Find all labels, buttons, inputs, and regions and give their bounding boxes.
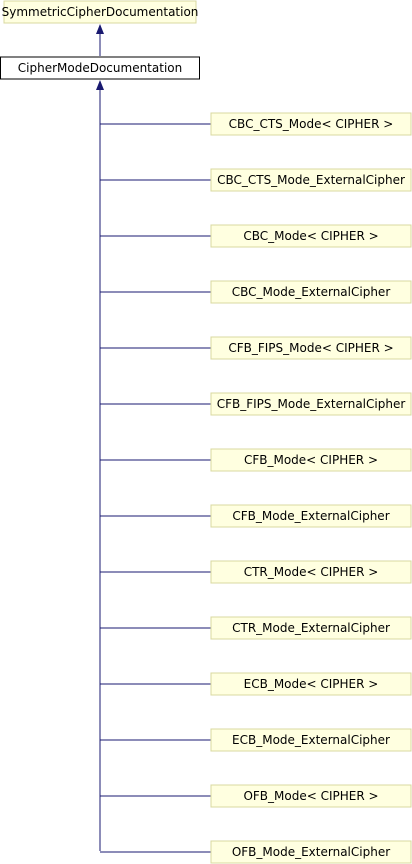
child-node-box-10[interactable] — [210, 672, 412, 696]
child-node-label-8: CTR_Mode< CIPHER > — [244, 565, 379, 579]
child-node-4[interactable]: CFB_FIPS_Mode< CIPHER > — [210, 336, 412, 360]
node-cipher-mode-documentation: CipherModeDocumentation — [0, 56, 200, 80]
child-node-12[interactable]: OFB_Mode< CIPHER > — [210, 784, 412, 808]
child-node-8[interactable]: CTR_Mode< CIPHER > — [210, 560, 412, 584]
child-node-box-6[interactable] — [210, 448, 412, 472]
child-node-label-4: CFB_FIPS_Mode< CIPHER > — [228, 341, 393, 355]
child-node-0[interactable]: CBC_CTS_Mode< CIPHER > — [210, 112, 412, 136]
child-node-box-1[interactable] — [210, 168, 412, 192]
child-node-box-4[interactable] — [210, 336, 412, 360]
child-node-2[interactable]: CBC_Mode< CIPHER > — [210, 224, 412, 248]
node-label-current: CipherModeDocumentation — [18, 61, 182, 75]
child-node-box-7[interactable] — [210, 504, 412, 528]
child-node-box-2[interactable] — [210, 224, 412, 248]
child-node-box-12[interactable] — [210, 784, 412, 808]
child-node-box-9[interactable] — [210, 616, 412, 640]
child-node-9[interactable]: CTR_Mode_ExternalCipher — [210, 616, 412, 640]
child-node-label-10: ECB_Mode< CIPHER > — [244, 677, 379, 691]
child-node-5[interactable]: CFB_FIPS_Mode_ExternalCipher — [210, 392, 412, 416]
node-label-root: SymmetricCipherDocumentation — [2, 5, 199, 19]
child-node-label-1: CBC_CTS_Mode_ExternalCipher — [217, 173, 405, 187]
child-node-label-6: CFB_Mode< CIPHER > — [244, 453, 378, 467]
child-node-13[interactable]: OFB_Mode_ExternalCipher — [210, 840, 412, 864]
child-node-box-5[interactable] — [210, 392, 412, 416]
child-node-11[interactable]: ECB_Mode_ExternalCipher — [210, 728, 412, 752]
child-node-7[interactable]: CFB_Mode_ExternalCipher — [210, 504, 412, 528]
child-node-box-13[interactable] — [210, 840, 412, 864]
child-node-label-12: OFB_Mode< CIPHER > — [243, 789, 378, 803]
child-node-label-7: CFB_Mode_ExternalCipher — [232, 509, 389, 523]
child-node-label-11: ECB_Mode_ExternalCipher — [232, 733, 390, 747]
child-node-6[interactable]: CFB_Mode< CIPHER > — [210, 448, 412, 472]
child-node-label-3: CBC_Mode_ExternalCipher — [232, 285, 391, 299]
child-node-1[interactable]: CBC_CTS_Mode_ExternalCipher — [210, 168, 412, 192]
child-node-label-9: CTR_Mode_ExternalCipher — [232, 621, 390, 635]
child-node-10[interactable]: ECB_Mode< CIPHER > — [210, 672, 412, 696]
child-node-box-3[interactable] — [210, 280, 412, 304]
child-node-label-5: CFB_FIPS_Mode_ExternalCipher — [217, 397, 406, 411]
child-nodes: CBC_CTS_Mode< CIPHER > CBC_CTS_Mode_Exter… — [210, 112, 412, 864]
child-node-label-0: CBC_CTS_Mode< CIPHER > — [229, 117, 394, 131]
child-node-box-11[interactable] — [210, 728, 412, 752]
child-node-box-0[interactable] — [210, 112, 412, 136]
child-node-box-8[interactable] — [210, 560, 412, 584]
child-node-label-2: CBC_Mode< CIPHER > — [243, 229, 378, 243]
node-symmetric-cipher-documentation[interactable]: SymmetricCipherDocumentation — [2, 0, 199, 24]
child-edges — [100, 123, 211, 853]
child-node-label-13: OFB_Mode_ExternalCipher — [232, 845, 390, 859]
child-node-3[interactable]: CBC_Mode_ExternalCipher — [210, 280, 412, 304]
